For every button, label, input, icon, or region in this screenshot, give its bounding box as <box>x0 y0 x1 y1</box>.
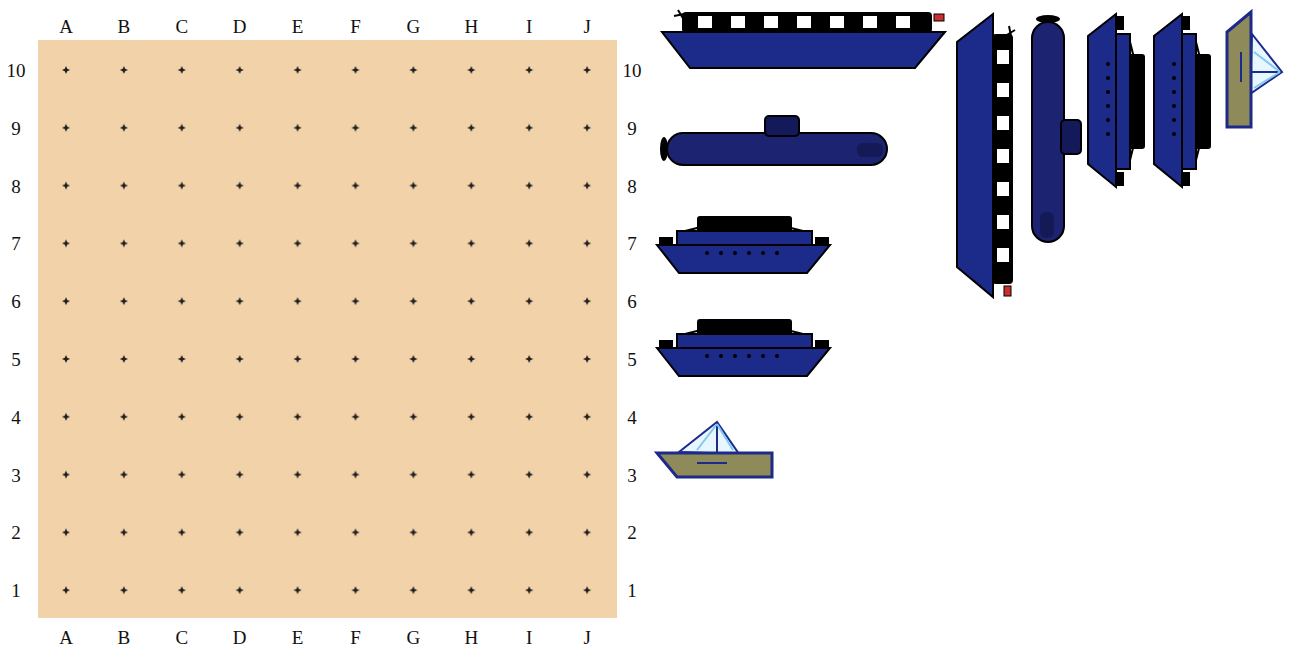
column-label: E <box>292 628 304 647</box>
column-label: I <box>526 628 532 647</box>
row-label: 3 <box>11 465 21 484</box>
row-label: 9 <box>11 118 21 137</box>
column-label: A <box>59 628 73 647</box>
row-label: 8 <box>627 176 637 195</box>
column-label: H <box>464 17 478 36</box>
row-label: 2 <box>11 523 21 542</box>
column-label: D <box>233 628 247 647</box>
row-label: 5 <box>11 350 21 369</box>
column-label: B <box>118 17 131 36</box>
row-label: 7 <box>11 234 21 253</box>
row-label: 1 <box>627 581 637 600</box>
column-label: C <box>175 628 188 647</box>
column-label: D <box>233 17 247 36</box>
column-label: J <box>583 628 590 647</box>
column-label: B <box>118 628 131 647</box>
column-label: G <box>407 628 421 647</box>
row-label: 6 <box>11 292 21 311</box>
column-label: C <box>175 17 188 36</box>
row-label: 4 <box>627 407 637 426</box>
column-label: I <box>526 17 532 36</box>
column-label: E <box>292 17 304 36</box>
column-label: H <box>464 628 478 647</box>
row-label: 9 <box>627 118 637 137</box>
row-label: 2 <box>627 523 637 542</box>
column-label: F <box>350 17 361 36</box>
row-label: 3 <box>627 465 637 484</box>
row-label: 4 <box>11 407 21 426</box>
column-label: J <box>583 17 590 36</box>
row-label: 6 <box>627 292 637 311</box>
row-label: 8 <box>11 176 21 195</box>
row-label: 7 <box>627 234 637 253</box>
row-label: 5 <box>627 350 637 369</box>
column-label: A <box>59 17 73 36</box>
row-label: 1 <box>11 581 21 600</box>
row-label: 10 <box>623 61 642 80</box>
row-label: 10 <box>7 61 26 80</box>
column-label: G <box>407 17 421 36</box>
column-label: F <box>350 628 361 647</box>
